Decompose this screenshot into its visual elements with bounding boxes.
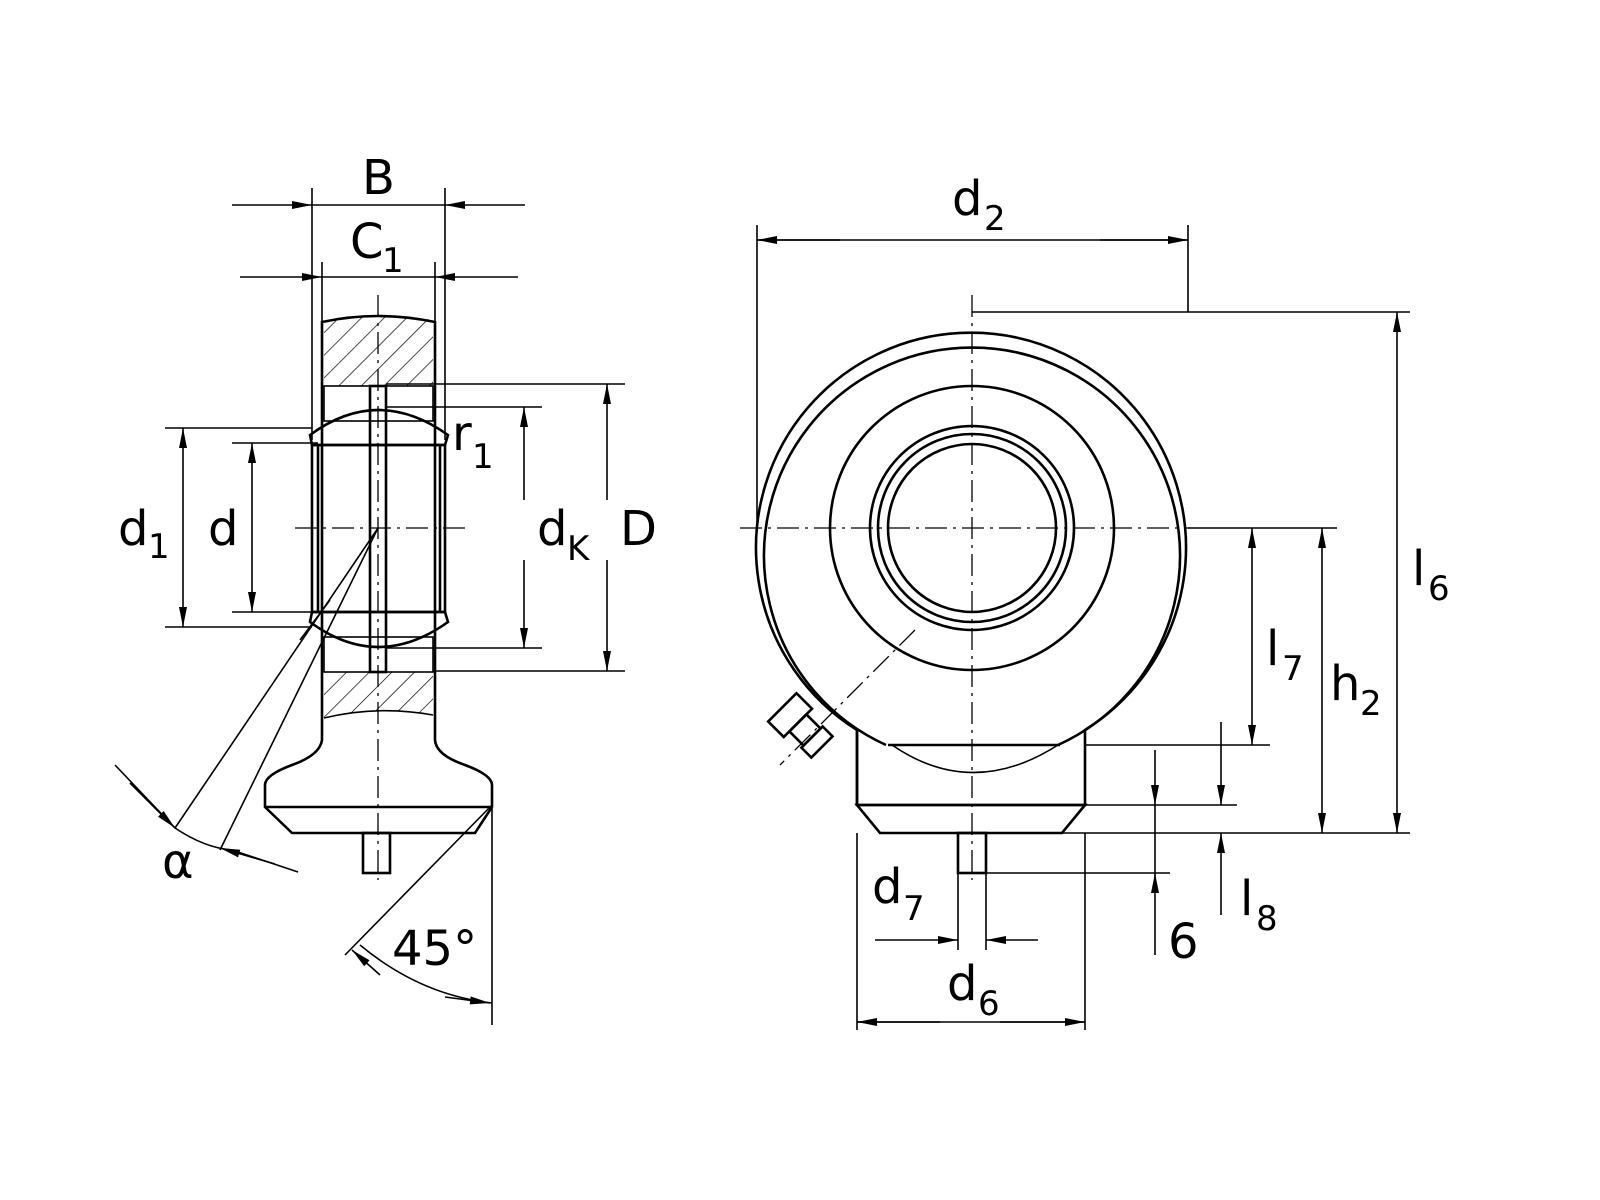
grease-nipple-icon (766, 691, 835, 760)
svg-text:7: 7 (903, 889, 925, 929)
svg-text:C: C (350, 214, 384, 270)
svg-text:7: 7 (1282, 649, 1304, 689)
svg-text:2: 2 (1360, 684, 1382, 724)
label-alpha: α (162, 834, 194, 890)
svg-text:6: 6 (978, 984, 1000, 1024)
side-section-view (114, 188, 625, 1025)
label-B: B (362, 150, 395, 206)
svg-text:d: d (947, 956, 977, 1012)
svg-text:d: d (537, 501, 567, 557)
svg-text:8: 8 (1256, 899, 1278, 939)
label-C1: C1 (350, 214, 404, 281)
svg-text:h: h (1330, 656, 1360, 712)
svg-text:1: 1 (148, 527, 170, 567)
svg-text:6: 6 (1428, 569, 1450, 609)
svg-text:l: l (1412, 541, 1425, 597)
svg-text:2: 2 (984, 199, 1006, 239)
svg-text:r: r (452, 406, 472, 462)
svg-text:l: l (1240, 871, 1253, 927)
label-6: 6 (1168, 914, 1199, 970)
svg-text:l: l (1266, 621, 1279, 677)
svg-text:d: d (952, 171, 982, 227)
svg-text:d: d (118, 501, 148, 557)
svg-text:1: 1 (472, 437, 494, 477)
svg-text:d: d (872, 859, 902, 915)
label-45-degrees: 45° (392, 921, 477, 977)
svg-text:K: K (567, 529, 591, 569)
label-d: d (208, 501, 238, 557)
svg-text:1: 1 (382, 241, 404, 281)
label-D: D (620, 501, 657, 557)
front-view (740, 225, 1410, 1030)
